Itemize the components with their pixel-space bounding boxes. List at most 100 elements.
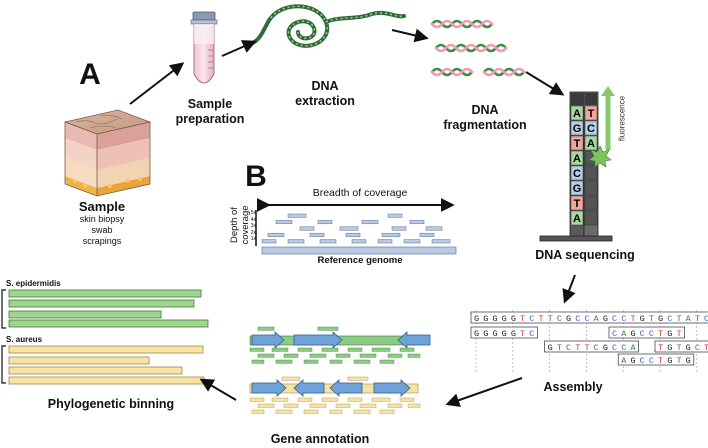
annotation-read bbox=[399, 397, 415, 402]
assembly-nucleotide: T bbox=[676, 343, 681, 353]
annotation-read bbox=[359, 353, 377, 358]
dna-fragments-icon bbox=[430, 19, 526, 77]
assembly-read-box bbox=[470, 326, 538, 339]
annotation-read bbox=[347, 397, 363, 402]
annotation-read bbox=[249, 347, 265, 352]
assembly-nucleotide: C bbox=[640, 329, 645, 339]
annotation-read bbox=[283, 403, 299, 408]
annotation-read bbox=[379, 409, 395, 414]
sequencer-base-letter: C bbox=[573, 168, 581, 180]
coverage-read bbox=[351, 239, 367, 244]
assembly-nucleotide: C bbox=[649, 356, 654, 366]
coverage-read bbox=[425, 226, 443, 231]
depth-tick-label: 3x bbox=[250, 223, 256, 230]
s-epidermidis-contig bbox=[8, 319, 209, 328]
assembly-nucleotide: G bbox=[548, 343, 553, 353]
breadth-of-coverage-label: Breadth of coverage bbox=[312, 187, 408, 199]
annotation-read bbox=[407, 353, 421, 358]
species-label-s-aureus: S. aureus bbox=[6, 335, 43, 344]
sequencer-base-letter: A bbox=[573, 153, 581, 165]
coverage-read bbox=[287, 213, 307, 218]
annotation-read bbox=[371, 397, 391, 402]
annotation-read bbox=[321, 397, 339, 402]
sequencer-empty-cell bbox=[584, 165, 598, 181]
assembly-nucleotide: G bbox=[483, 329, 488, 339]
annotation-read bbox=[257, 326, 275, 331]
annotation-read bbox=[275, 409, 293, 414]
species-label-s-epidermidis: S. epidermidis bbox=[6, 279, 61, 288]
coverage-read bbox=[345, 232, 361, 237]
annotation-read bbox=[321, 347, 339, 352]
assembly-nucleotide: G bbox=[686, 343, 691, 353]
assembly-nucleotide: C bbox=[704, 314, 708, 324]
assembly-nucleotide: A bbox=[594, 314, 600, 324]
assembly-nucleotide: T bbox=[649, 314, 654, 324]
assembly-nucleotide: G bbox=[566, 314, 571, 324]
sample-title: Sample bbox=[78, 199, 126, 214]
assembly-nucleotide: G bbox=[511, 329, 516, 339]
s-aureus-contig bbox=[8, 376, 205, 385]
sequencer-base-letter: T bbox=[574, 198, 581, 210]
annotation-read bbox=[303, 359, 319, 364]
assembly-nucleotide: T bbox=[704, 343, 708, 353]
depth-tick-label: 5x bbox=[250, 210, 256, 216]
sequencer-base-cell bbox=[570, 195, 584, 211]
sequencer-base-cell bbox=[570, 135, 584, 151]
assembly-nucleotide: G bbox=[630, 356, 635, 366]
assembly-nucleotide: C bbox=[566, 343, 571, 353]
coverage-read bbox=[381, 232, 401, 237]
sequencer-pair-cell bbox=[584, 120, 598, 136]
sequencer-base-cell bbox=[570, 105, 584, 121]
assembly-nucleotide: A bbox=[621, 329, 627, 339]
annotation-read bbox=[387, 353, 403, 358]
sample-source-scrapings: scrapings bbox=[82, 236, 122, 246]
assembly-nucleotide: C bbox=[667, 314, 672, 324]
gene-arrow-icon bbox=[373, 379, 411, 397]
assembly-nucleotide: G bbox=[483, 314, 488, 324]
annotation-read bbox=[379, 359, 395, 364]
annotation-read bbox=[329, 409, 343, 414]
sample-source-swab: swab bbox=[91, 225, 113, 235]
sequencer-base-cell bbox=[570, 120, 584, 136]
annotation-read bbox=[257, 403, 275, 408]
assembly-nucleotide: G bbox=[492, 314, 497, 324]
annotation-read bbox=[347, 347, 363, 352]
assembly-nucleotide: T bbox=[676, 356, 681, 366]
assembly-nucleotide: G bbox=[640, 314, 645, 324]
annotation-read bbox=[371, 347, 391, 352]
assembly-nucleotide: C bbox=[621, 343, 626, 353]
assembly-read-box bbox=[544, 340, 639, 353]
assembly-nucleotide: T bbox=[658, 356, 663, 366]
sequencer-base-letter: G bbox=[573, 123, 582, 135]
fluorescence-burst-icon bbox=[588, 145, 612, 168]
phylogenetic-bins bbox=[1, 289, 209, 385]
annotation-read bbox=[275, 359, 293, 364]
fluorescence-label: fluorescence bbox=[617, 95, 627, 142]
assembly-read-box bbox=[608, 326, 685, 339]
assembly-nucleotide: C bbox=[612, 314, 617, 324]
coverage-diagram bbox=[255, 198, 457, 255]
coverage-read bbox=[275, 220, 293, 225]
sequencer-base-cell bbox=[570, 150, 584, 166]
coverage-read bbox=[403, 239, 421, 244]
gene-annotation-label: Gene annotation bbox=[270, 432, 370, 446]
panel-a-letter: A bbox=[79, 58, 101, 91]
gene-annotation-panel bbox=[249, 326, 431, 414]
assembly-nucleotide: C bbox=[557, 314, 562, 324]
annotation-read bbox=[309, 353, 327, 358]
depth-tick-label: 2x bbox=[250, 229, 256, 236]
dna-extraction-coil-icon bbox=[248, 4, 406, 48]
assembly-nucleotide: T bbox=[676, 314, 681, 324]
assembly-nucleotide: C bbox=[649, 329, 654, 339]
assembly-nucleotide: T bbox=[676, 329, 681, 339]
assembly-nucleotide: C bbox=[621, 314, 626, 324]
assembly-nucleotide: T bbox=[630, 314, 635, 324]
coverage-read bbox=[267, 232, 285, 237]
sequencer-pair-letter: C bbox=[587, 123, 595, 135]
assembly-nucleotide: G bbox=[474, 329, 479, 339]
assembly-nucleotide: G bbox=[502, 329, 507, 339]
coverage-read bbox=[299, 226, 315, 231]
